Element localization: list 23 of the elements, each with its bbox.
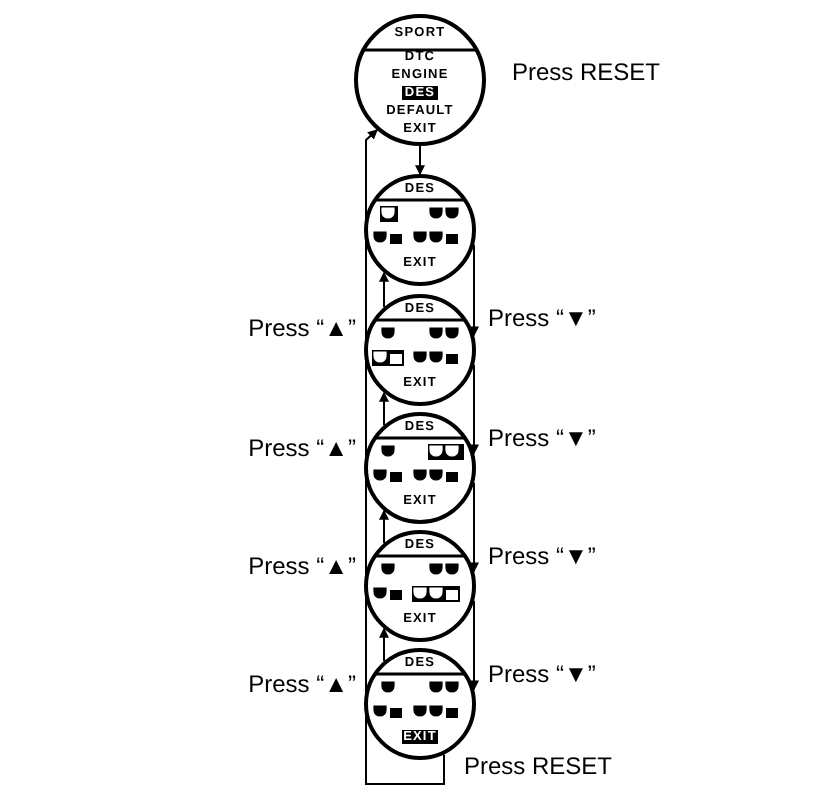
edge-label: Press “▼”: [488, 541, 596, 569]
arrow: [469, 599, 479, 691]
display-screen: [364, 174, 476, 286]
arrow: [469, 243, 479, 337]
edge-label: Press “▲”: [248, 433, 356, 461]
display-screen: [364, 530, 476, 642]
edge-label: Press RESET: [464, 752, 613, 780]
edge-label: Press “▲”: [248, 314, 356, 342]
arrow: [469, 481, 479, 573]
display-screen: [364, 294, 476, 406]
edge-label: Press “▼”: [488, 304, 596, 332]
edge-label: Press “▼”: [488, 423, 596, 451]
arrow: [469, 363, 479, 455]
edge-label: Press “▼”: [488, 659, 596, 687]
edge-label: Press RESET: [512, 58, 661, 86]
arrow: [379, 391, 389, 427]
arrow: [379, 627, 389, 663]
arrow: [415, 145, 425, 176]
edge-label: Press “▲”: [248, 551, 356, 579]
edge-label: Press “▲”: [248, 669, 356, 697]
display-screen: [364, 412, 476, 524]
arrow: [379, 271, 389, 309]
arrow: [379, 509, 389, 545]
